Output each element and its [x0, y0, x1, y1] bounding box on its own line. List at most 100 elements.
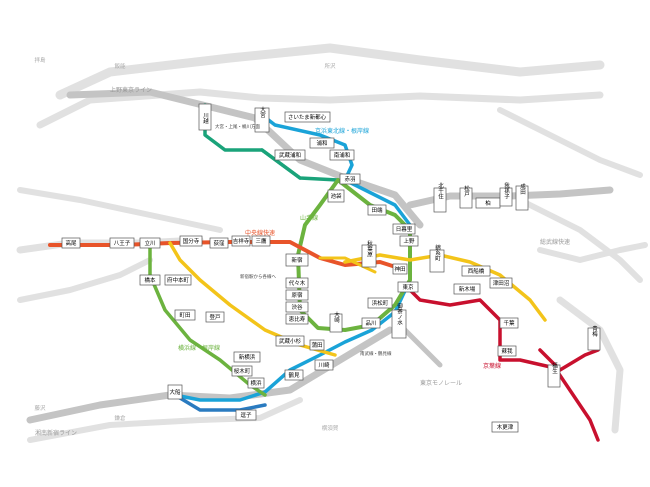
station-label: 国分寺 [183, 237, 200, 245]
station-label: 橋本 [144, 276, 156, 284]
station-urawa[interactable]: 浦和 [309, 137, 335, 149]
station-akihabara[interactable]: 秋葉原 [361, 240, 377, 268]
faded-tokorozawa: 所沢 [324, 62, 336, 70]
station-mitaka[interactable]: 三鷹 [251, 235, 271, 247]
station-takao[interactable]: 高尾 [61, 237, 81, 249]
station-label: 我孫子 [503, 182, 510, 200]
station-kawagoe[interactable]: 川越 [198, 103, 212, 131]
station-box [231, 235, 251, 247]
line-labels: 中央線快速 山手線 京浜東北線・根岸線 京葉線 横浜線・根岸線 上野東京ライン … [35, 86, 570, 437]
label-ueno-tokyo: 上野東京ライン [110, 86, 152, 94]
label-monorail: 東京モノレール [420, 379, 462, 387]
station-tsurumi[interactable]: 鶴見 [284, 369, 304, 381]
station-shinjuku[interactable]: 新宿 [285, 253, 309, 267]
label-yokohama-negishi: 横浜線・根岸線 [178, 344, 220, 352]
station-label: 品川 [365, 320, 376, 327]
station-kichijoji[interactable]: 吉祥寺 [231, 235, 251, 247]
station-matsudo[interactable]: 松戸 [459, 184, 473, 209]
station-yokohama[interactable]: 横浜 [247, 377, 265, 389]
station-box [285, 289, 309, 301]
station-box [329, 149, 355, 161]
station-ueno[interactable]: 上野 [399, 235, 419, 247]
station-box [497, 345, 517, 357]
station-box [429, 249, 445, 273]
station-hamamatsucho[interactable]: 浜松町 [367, 297, 393, 309]
keiyo-branch [538, 348, 600, 372]
station-abiko[interactable]: 我孫子 [499, 182, 513, 207]
station-kanda[interactable]: 神田 [392, 263, 408, 275]
gray-line-east-2 [517, 197, 643, 283]
station-label: 大船 [169, 388, 181, 396]
station-label: 渋谷 [291, 303, 303, 311]
station-omiya[interactable]: 大宮 [254, 105, 270, 133]
station-akabane[interactable]: 赤羽 [339, 173, 361, 185]
station-ikebukuro[interactable]: 池袋 [327, 189, 345, 203]
station-ebisu[interactable]: 恵比寿 [285, 313, 309, 325]
station-kashiwa[interactable]: 柏 [475, 197, 501, 209]
station-tsudanuma[interactable]: 津田沼 [489, 277, 513, 289]
station-kokubunji[interactable]: 国分寺 [179, 235, 203, 247]
station-noborito[interactable]: 登戸 [205, 311, 225, 323]
station-narita[interactable]: 成田 [515, 182, 529, 211]
station-kamata[interactable]: 蒲田 [309, 339, 325, 351]
stations: 川越 大宮 さいたま新都心 浦和 武蔵浦和 南浦和 赤羽 池袋 田端 日暮里 上… [61, 103, 601, 433]
station-kinshicho[interactable]: 錦糸町 [429, 244, 445, 273]
station-nishi-funabashi[interactable]: 西船橋 [461, 265, 491, 277]
station-box [174, 309, 196, 321]
station-label: 大宮 [259, 105, 266, 119]
station-saitama-shintoshin[interactable]: さいたま新都心 [284, 111, 331, 123]
station-label: 鶴見 [288, 371, 300, 379]
station-fuchu-honmachi[interactable]: 府中本町 [164, 274, 192, 286]
station-box [233, 351, 261, 363]
station-soga[interactable]: 蘇我 [497, 345, 517, 357]
station-zushi[interactable]: 逗子 [235, 409, 257, 421]
station-sakuragicho[interactable]: 桜木町 [231, 365, 253, 377]
station-shin-yokohama[interactable]: 新横浜 [233, 351, 261, 363]
station-machida[interactable]: 町田 [174, 309, 196, 321]
station-tokyo[interactable]: 東京 [397, 281, 419, 293]
station-box [391, 309, 407, 339]
station-kisarazu[interactable]: 木更津 [491, 421, 519, 433]
station-yoyogi[interactable]: 代々木 [285, 277, 309, 289]
station-tachikawa[interactable]: 立川 [139, 237, 161, 249]
station-label: 川崎 [318, 361, 330, 369]
station-kitasenju[interactable]: 北千住 [433, 182, 447, 213]
station-box [587, 327, 601, 351]
station-label: 横浜 [250, 379, 262, 387]
station-label: 町田 [179, 312, 190, 319]
station-harajuku[interactable]: 原宿 [285, 289, 309, 301]
yamanote-line-loop [296, 178, 412, 332]
station-box [139, 237, 161, 249]
station-fussa[interactable]: 福生 [547, 361, 561, 388]
station-label: 青梅 [591, 324, 598, 338]
station-osaki[interactable]: 大崎 [329, 310, 343, 333]
station-box [499, 317, 519, 329]
station-nippori[interactable]: 日暮里 [392, 223, 416, 235]
station-label: 登戸 [209, 313, 221, 321]
station-ochanomizu[interactable]: 御茶ノ水 [391, 302, 407, 339]
station-label: 北千住 [437, 182, 444, 200]
station-chiba[interactable]: 千葉 [499, 317, 519, 329]
station-box [314, 359, 334, 371]
station-shin-kiba[interactable]: 新木場 [453, 283, 481, 295]
station-musashi-kosugi[interactable]: 武蔵小杉 [275, 335, 305, 347]
station-ome[interactable]: 青梅 [587, 324, 601, 351]
station-box [247, 377, 265, 389]
station-musashi-urawa[interactable]: 武蔵浦和 [274, 149, 306, 161]
station-shinagawa[interactable]: 品川 [361, 317, 381, 329]
yokosuka-segment [173, 393, 267, 412]
station-label: 府中本町 [167, 276, 190, 284]
station-label: さいたま新都心 [288, 113, 327, 121]
station-kawasaki[interactable]: 川崎 [314, 359, 334, 371]
station-box [167, 384, 183, 400]
station-tabata[interactable]: 田端 [367, 204, 387, 216]
station-hachioji[interactable]: 八王子 [109, 237, 135, 249]
station-box [61, 237, 81, 249]
station-box [205, 311, 225, 323]
station-label: 新木場 [459, 285, 476, 293]
station-ogikubo[interactable]: 荻窪 [209, 237, 229, 249]
station-minami-urawa[interactable]: 南浦和 [329, 149, 355, 161]
station-shibuya[interactable]: 渋谷 [285, 301, 309, 313]
station-ofuna[interactable]: 大船 [167, 384, 183, 400]
station-hashimoto[interactable]: 橋本 [139, 274, 161, 286]
